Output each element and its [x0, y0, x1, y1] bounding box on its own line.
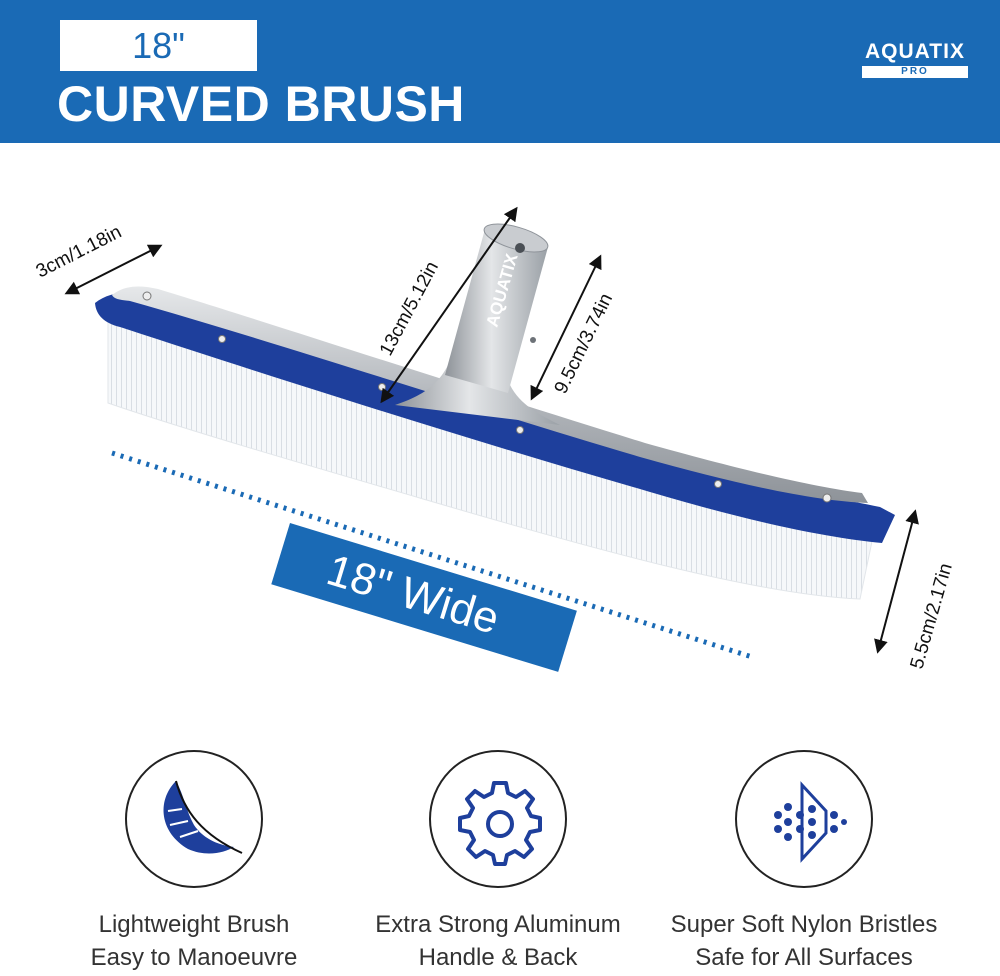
feature-caption: Extra Strong Aluminum Handle & Back [348, 908, 648, 974]
feature-title: Super Soft Nylon Bristles [670, 911, 938, 938]
feature-subtitle: Safe for All Surfaces [695, 944, 913, 971]
feature-subtitle: Handle & Back [418, 944, 578, 971]
dimension-handle-height: 13cm/5.12in [376, 258, 443, 359]
dimension-bristle-height: 5.5cm/2.17in [907, 561, 957, 671]
brand-logo: AQUATIX PRO [862, 40, 968, 78]
feature-lightweight: Lightweight Brush Easy to Manoeuvre [44, 750, 344, 974]
width-dotted-line [111, 450, 753, 660]
feature-icon-circle [429, 750, 567, 888]
feature-subtitle: Easy to Manoeuvre [90, 944, 298, 971]
feather-icon [163, 780, 243, 854]
feature-aluminum: Extra Strong Aluminum Handle & Back [348, 750, 648, 974]
product-illustration: AQUATIX 3cm/1.18in 13cm/5.12in 9.5cm/3.7… [33, 206, 957, 672]
dimension-socket-height: 9.5cm/3.74in [551, 290, 618, 397]
brand-logo-sub: PRO [862, 66, 968, 78]
feature-title: Lightweight Brush [98, 911, 290, 938]
brush-body [95, 292, 895, 543]
feature-caption: Super Soft Nylon Bristles Safe for All S… [654, 908, 954, 974]
width-label-box: 18" Wide [271, 523, 577, 672]
size-label: 18" [60, 20, 257, 71]
feature-icon-circle [735, 750, 873, 888]
gear-icon [458, 781, 542, 866]
feature-nylon: Super Soft Nylon Bristles Safe for All S… [654, 750, 954, 974]
bristle-dots-icon [774, 781, 847, 863]
feature-icon-circle [125, 750, 263, 888]
feature-caption: Lightweight Brush Easy to Manoeuvre [44, 908, 344, 974]
feature-title: Extra Strong Aluminum [375, 911, 621, 938]
feature-list: Lightweight Brush Easy to Manoeuvre Extr… [0, 750, 1000, 976]
brand-logo-name: AQUATIX [865, 40, 965, 63]
headline: CURVED BRUSH [57, 76, 465, 132]
width-label: 18" Wide [321, 545, 505, 644]
header-banner: 18" CURVED BRUSH AQUATIX PRO [0, 0, 1000, 143]
dimension-depth: 3cm/1.18in [33, 222, 125, 283]
